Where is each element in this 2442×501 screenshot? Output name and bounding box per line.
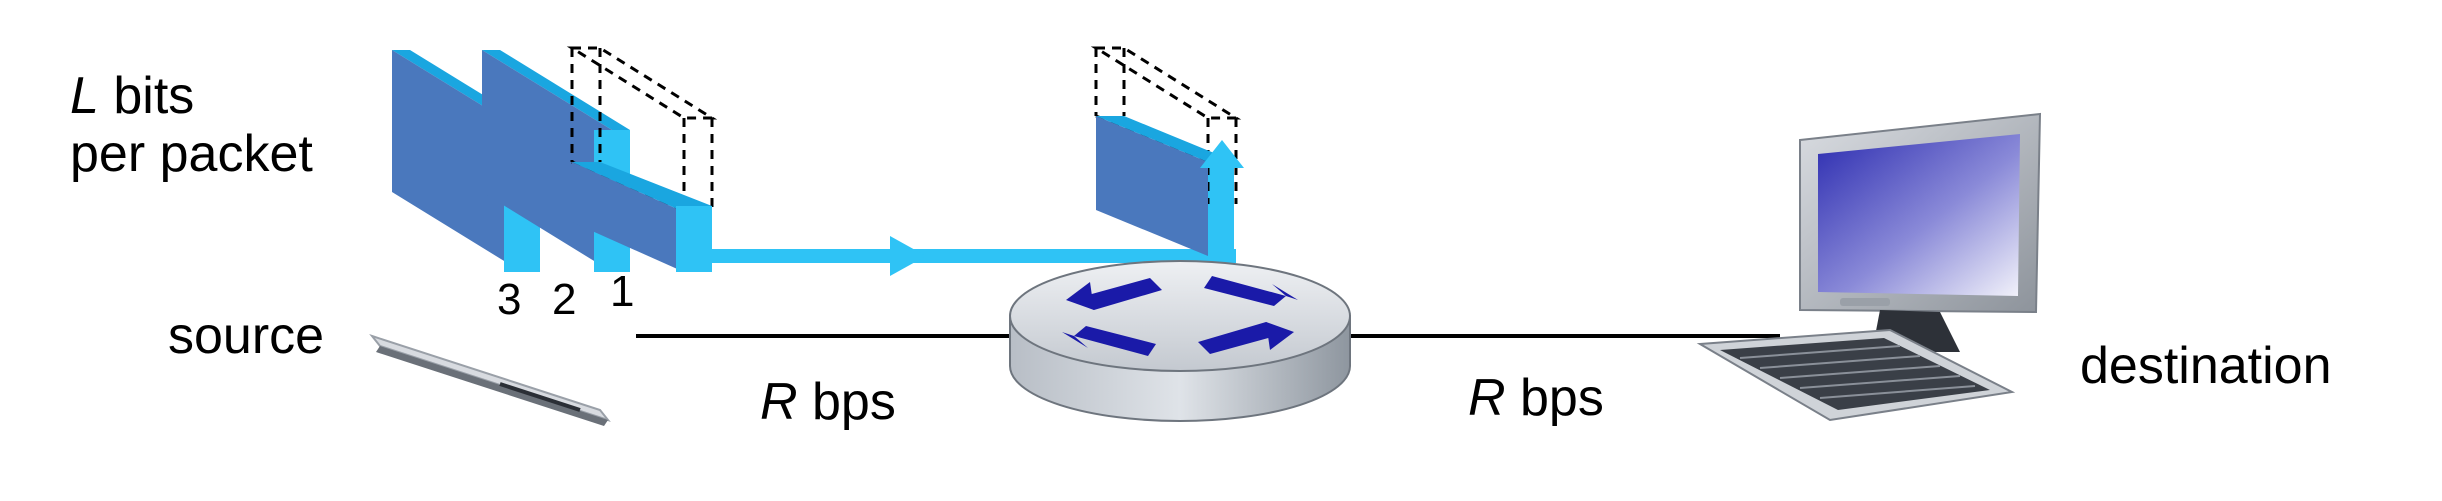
router-icon [1009,260,1351,422]
up-arrow-icon [1200,140,1244,168]
packet-size-label-line2: per packet [70,125,313,183]
link1-rate-unit: bps [797,373,896,431]
link1-rate-label: R bps [760,376,896,428]
laptop-icon [369,334,611,426]
packet-1 [566,46,718,272]
packet-number-2: 2 [552,275,577,324]
link1-rate-variable: R [760,373,798,431]
packet-size-unit: bits [98,67,195,125]
link2-rate-variable: R [1468,369,1506,427]
destination-label: destination [2080,337,2332,395]
direction-arrow [890,236,926,276]
link2-rate-unit: bps [1505,369,1604,427]
packet-receiving [1090,46,1244,260]
packet-number-3: 3 [497,275,522,324]
packet-size-variable: L [70,67,99,125]
packet-number-1: 1 [610,267,635,316]
packet-size-label-line1: L bits [70,70,194,122]
link2-rate-label: R bps [1468,372,1604,424]
desktop-computer-icon [1696,112,2042,422]
source-label: source [168,307,325,365]
